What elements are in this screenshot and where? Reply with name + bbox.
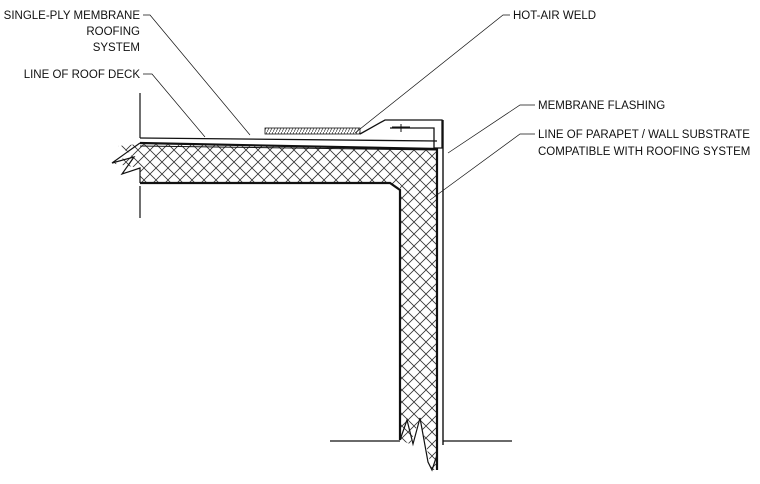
insulation-inner-outline	[140, 181, 402, 440]
label-parapet-line2: COMPATIBLE WITH ROOFING SYSTEM	[538, 146, 750, 158]
label-single-ply-line2: ROOFING	[86, 26, 140, 38]
hot-air-weld-strip	[264, 127, 361, 135]
label-membrane-flashing: MEMBRANE FLASHING	[538, 100, 665, 112]
membrane-flashing	[359, 119, 443, 149]
insulation-outline	[139, 141, 439, 470]
label-roof-deck: LINE OF ROOF DECK	[24, 69, 141, 81]
leader-roof-deck	[143, 73, 206, 138]
insulation-break-bottom	[399, 417, 438, 472]
membrane-lower-line	[139, 145, 438, 151]
leader-membrane-flashing	[447, 104, 535, 154]
insulation-break-left	[111, 142, 141, 183]
leader-single-ply	[143, 14, 251, 136]
label-hot-air-weld: HOT-AIR WELD	[513, 10, 596, 22]
single-ply-membrane	[139, 137, 438, 142]
label-single-ply-line1: SINGLE-PLY MEMBRANE	[4, 10, 141, 22]
label-parapet-line1: LINE OF PARAPET / WALL SUBSTRATE	[538, 129, 750, 141]
label-single-ply-line3: SYSTEM	[93, 42, 140, 54]
leader-parapet	[429, 133, 535, 201]
insulation-body	[110, 144, 438, 470]
leader-hot-air-weld	[354, 14, 510, 134]
flashing-fastener	[392, 124, 410, 132]
